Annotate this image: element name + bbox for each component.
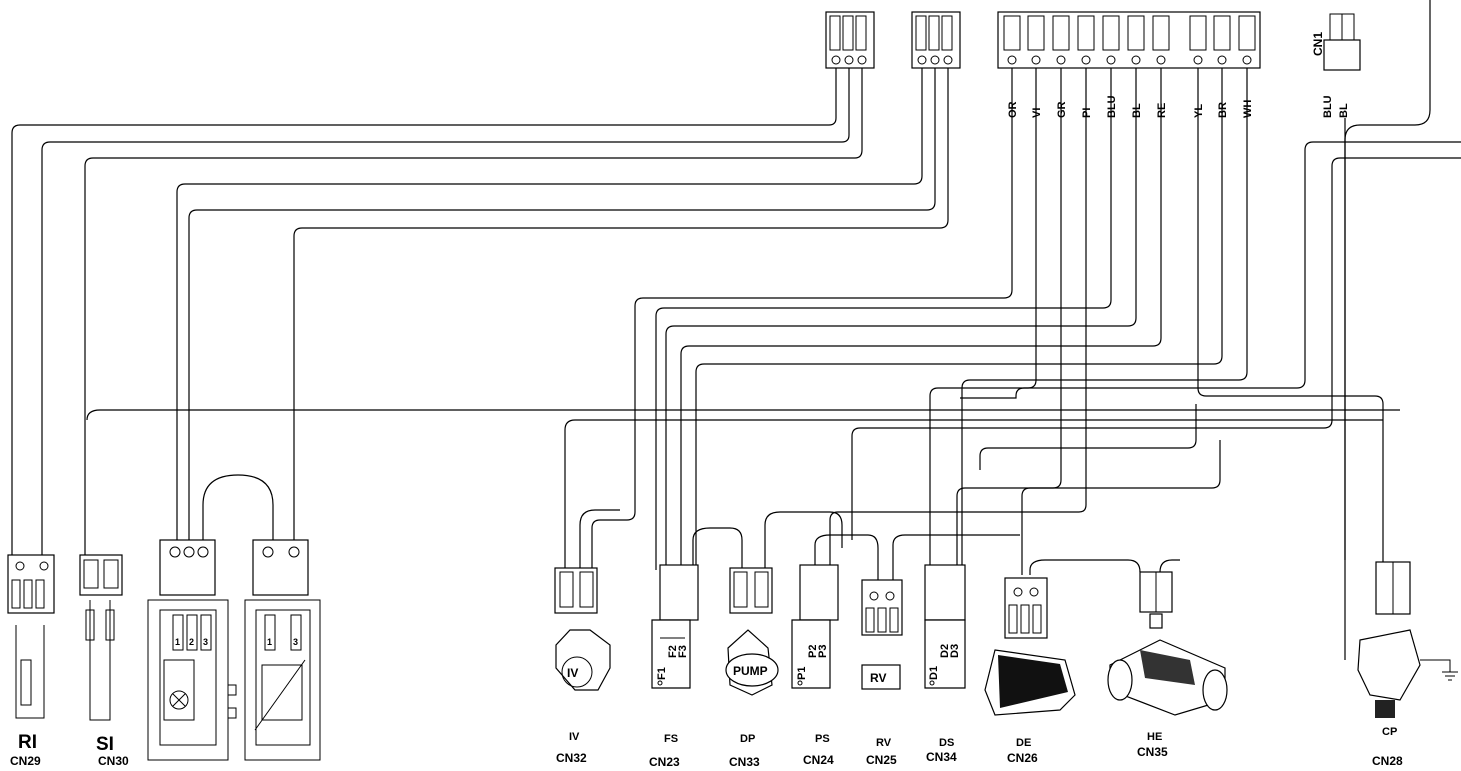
harness-pin-hole — [1106, 55, 1116, 65]
harness-pin — [1189, 15, 1207, 51]
harness-pin-hole — [1056, 55, 1066, 65]
ps-cn: CN24 — [803, 753, 834, 767]
top-connector-3pin-b — [911, 11, 961, 69]
pressure-switch — [791, 564, 839, 689]
iv-symbol-label: IV — [567, 666, 578, 680]
ntc-pin-1: 1 — [267, 637, 272, 647]
he-heater — [1107, 571, 1228, 716]
rv-valve — [861, 579, 903, 690]
harness-pin-hole — [1156, 55, 1166, 65]
cn1-wire-label-bl: BL — [1338, 103, 1350, 118]
ds-code: DS — [939, 737, 954, 749]
wire-label-wh: WH — [1242, 100, 1254, 118]
harness-pin-hole — [1242, 55, 1252, 65]
tm-pin-1: 1 — [175, 637, 180, 647]
wire-label-pi: PI — [1081, 108, 1093, 118]
harness-pin-hole — [1217, 55, 1227, 65]
fs-switch — [651, 564, 699, 689]
fs-cn: CN23 — [649, 755, 680, 769]
wire-label-br: BR — [1217, 102, 1229, 118]
harness-pin — [1052, 15, 1070, 51]
si-sensor — [79, 554, 123, 721]
de-code: DE — [1016, 737, 1031, 749]
pump-symbol-label: PUMP — [733, 664, 768, 678]
iv-cn: CN32 — [556, 751, 587, 765]
fs-pin-f3: F3 — [677, 645, 689, 658]
ps-pin-p1: P1 — [796, 667, 808, 680]
thermal-cutout-block — [147, 539, 229, 761]
ds-cn: CN34 — [926, 750, 957, 764]
cp-pressure-sensor — [1357, 561, 1458, 718]
harness-pin-hole — [1131, 55, 1141, 65]
sensor-glyph — [227, 684, 237, 719]
harness-wire-labels: OR VI GR PI BLU BL RE YL BR WH — [1007, 95, 1254, 118]
harness-pin — [1152, 15, 1170, 51]
ri-code: RI — [18, 732, 37, 753]
harness-pin-hole — [1193, 55, 1203, 65]
harness-pin — [1102, 15, 1120, 51]
ntc-block — [244, 539, 321, 761]
harness-pin — [1027, 15, 1045, 51]
harness-pin-hole — [1031, 55, 1041, 65]
harness-pin — [1213, 15, 1231, 51]
tm-pin-2: 2 — [189, 637, 194, 647]
fs-code: FS — [664, 733, 678, 745]
iv-code: IV — [569, 731, 580, 743]
harness-pin-hole — [1007, 55, 1017, 65]
cn1-label: CN1 — [1311, 32, 1325, 56]
wire-label-gr: GR — [1056, 101, 1068, 118]
ds-switch — [924, 564, 966, 689]
he-cn: CN35 — [1137, 745, 1168, 759]
wire-label-yl: YL — [1193, 104, 1205, 118]
ds-pin-d3: D3 — [949, 644, 961, 658]
cn1-connector — [1323, 13, 1361, 71]
harness-pins — [1003, 15, 1256, 65]
wire-label-re: RE — [1156, 103, 1168, 118]
iv-valve — [554, 567, 611, 691]
fs-pin-f2: F2 — [667, 645, 679, 658]
ps-code: PS — [815, 733, 830, 745]
ds-pin-d2: D2 — [939, 644, 951, 658]
wire-label-blu: BLU — [1106, 95, 1118, 118]
ds-pin-d1: D1 — [928, 666, 940, 680]
he-code: HE — [1147, 731, 1162, 743]
ps-pin-p3: P3 — [817, 645, 829, 658]
rv-code: RV — [876, 737, 892, 749]
harness-pin — [1003, 15, 1021, 51]
drain-pump — [725, 567, 779, 696]
si-code: SI — [96, 734, 114, 755]
ps-pin-p2: P2 — [807, 645, 819, 658]
harness-pin — [1238, 15, 1256, 51]
harness-pin — [1077, 15, 1095, 51]
top-connector-3pin-a — [825, 11, 875, 69]
de-dispenser — [984, 577, 1076, 716]
rv-cn: CN25 — [866, 753, 897, 767]
si-cn: CN30 — [98, 754, 129, 768]
rv-symbol-label: RV — [870, 671, 886, 685]
main-harness-connector — [997, 11, 1261, 69]
harness-pin-hole — [1081, 55, 1091, 65]
wire-label-bl: BL — [1131, 103, 1143, 118]
dp-cn: CN33 — [729, 755, 760, 769]
de-cn: CN26 — [1007, 751, 1038, 765]
ri-sensor — [7, 554, 55, 719]
cp-code: CP — [1382, 726, 1397, 738]
ntc-pin-3: 3 — [293, 637, 298, 647]
wiring — [11, 0, 1461, 660]
cp-cn: CN28 — [1372, 754, 1403, 768]
cn1-wire-label-blu: BLU — [1322, 95, 1334, 118]
fs-pin-f1: F1 — [656, 667, 668, 680]
dp-code: DP — [740, 733, 755, 745]
wire-label-vi: VI — [1031, 108, 1043, 118]
tm-pin-3: 3 — [203, 637, 208, 647]
wire-label-or: OR — [1007, 101, 1019, 118]
harness-pin — [1127, 15, 1145, 51]
ri-cn: CN29 — [10, 754, 41, 768]
